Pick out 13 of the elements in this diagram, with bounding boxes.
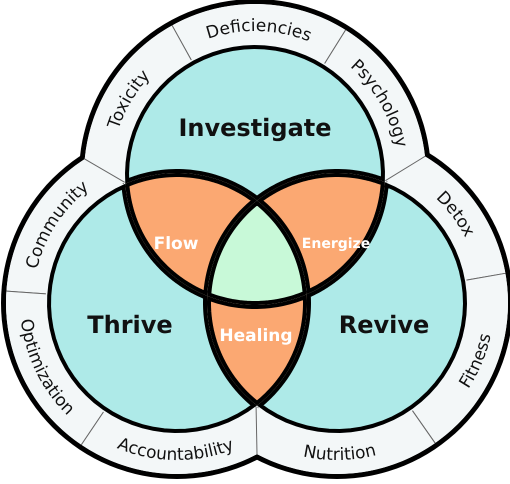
overlap-region [257, 173, 385, 294]
region-label: Revive [338, 311, 430, 339]
overlap-region [125, 173, 257, 296]
region-label: Healing [219, 326, 293, 346]
segment-label: Deficiencies [204, 16, 314, 46]
overlap-region [207, 294, 307, 406]
ring-segment [256, 406, 436, 474]
ring-segment [80, 406, 258, 474]
region-label: Flow [154, 234, 198, 254]
segment-label: Nutrition [302, 440, 378, 466]
segment-label: Accountability [114, 434, 236, 466]
region-label: Investigate [178, 114, 332, 142]
region-label: Thrive [87, 311, 173, 339]
